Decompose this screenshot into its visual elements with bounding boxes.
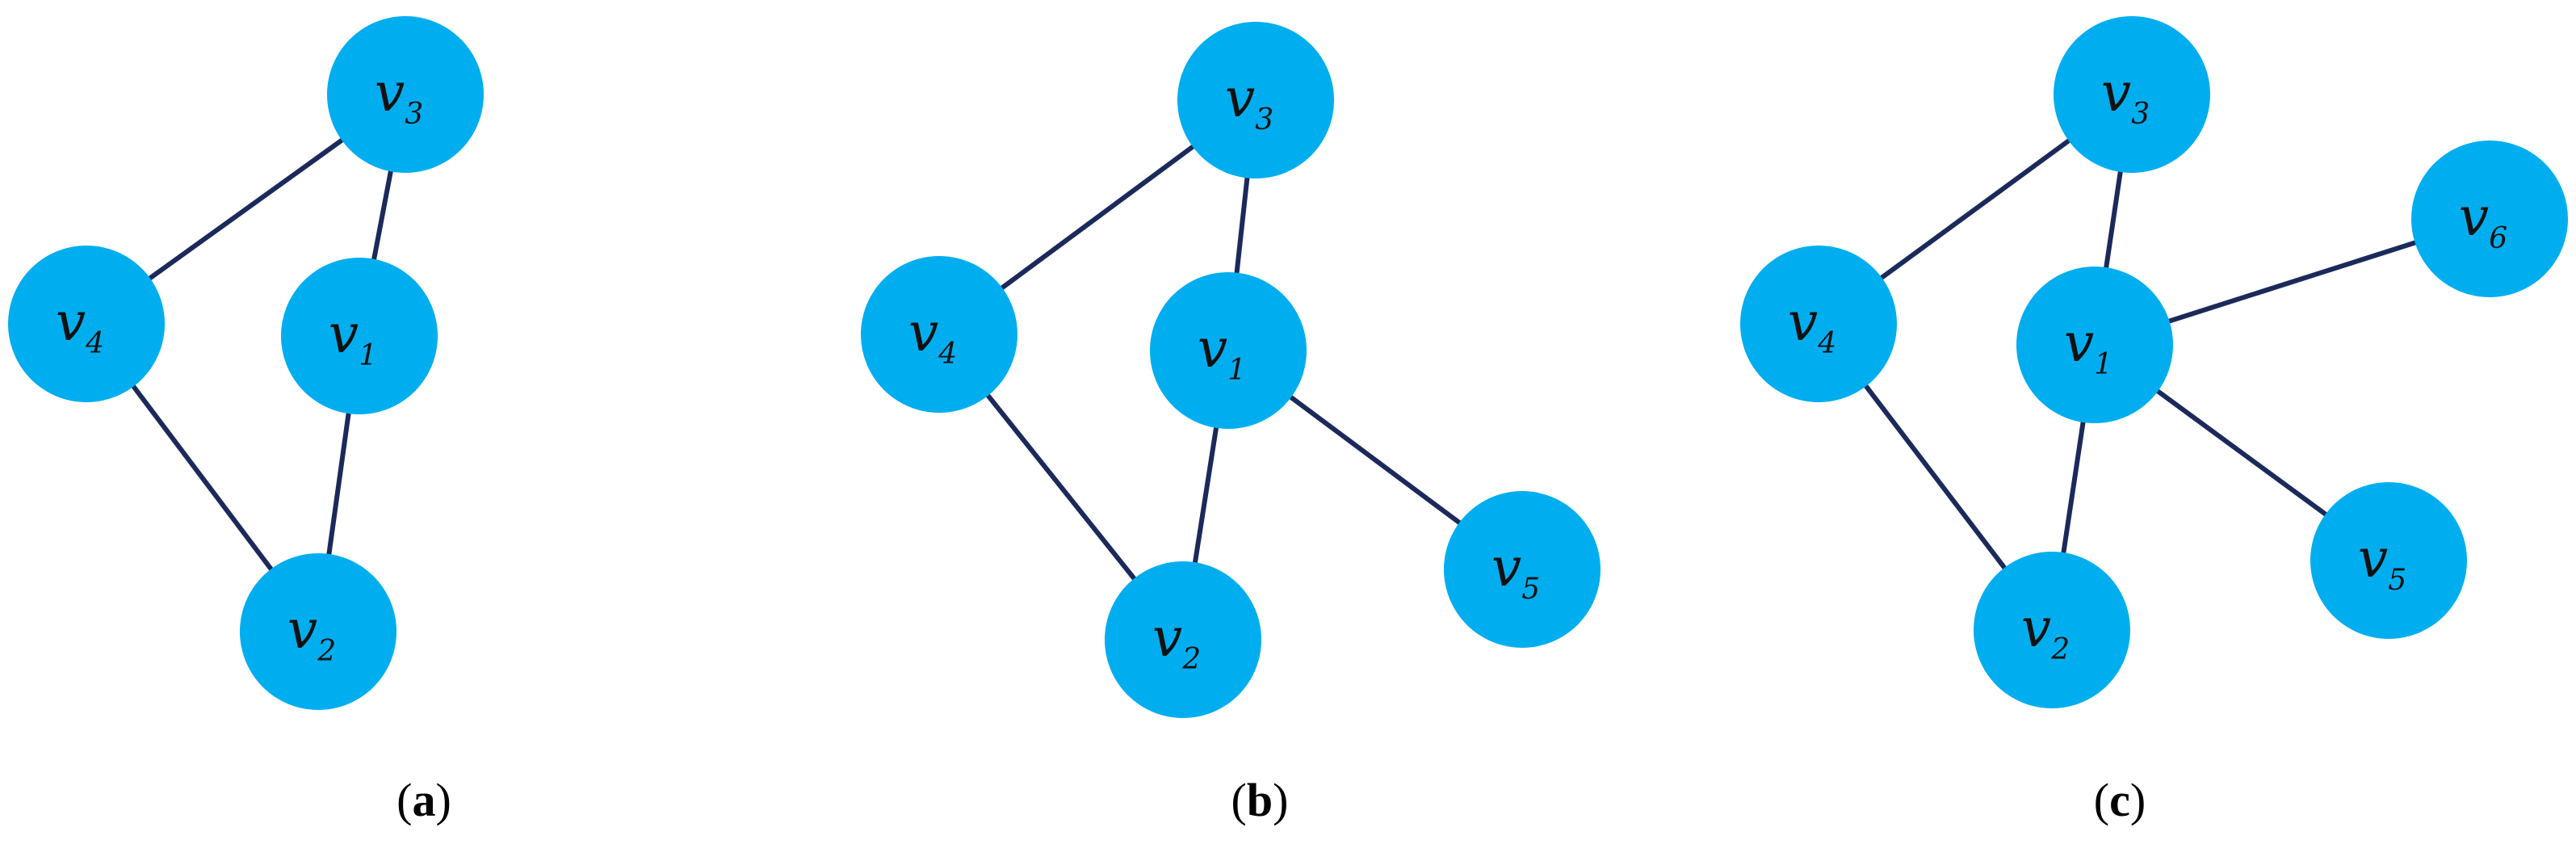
node-label: v1 <box>329 303 377 372</box>
node-v4: v4 <box>861 256 1017 413</box>
node-v3: v3 <box>1177 22 1334 178</box>
node-label: v4 <box>1788 291 1836 360</box>
node-circle <box>861 256 1017 413</box>
panel-a: v1 v2 v3 v4 (a) <box>8 16 484 826</box>
node-label: v2 <box>1152 607 1201 676</box>
node-v2: v2 <box>240 553 396 710</box>
node-circle <box>1177 22 1334 178</box>
node-v1: v1 <box>281 258 438 414</box>
node-circle <box>2054 16 2210 173</box>
node-label: v2 <box>287 598 336 668</box>
node-circle <box>327 16 484 173</box>
panel-caption: (b) <box>1231 774 1289 826</box>
node-v1: v1 <box>1150 272 1307 429</box>
node-circle <box>1105 561 1261 718</box>
node-label: v3 <box>375 61 423 131</box>
node-circle <box>2411 141 2568 297</box>
node-label: v6 <box>2459 186 2507 255</box>
node-v4: v4 <box>8 246 165 402</box>
node-label: v3 <box>1225 67 1273 136</box>
node-circle <box>1740 246 1897 402</box>
node-label: v3 <box>2101 61 2150 131</box>
node-v5: v5 <box>2310 482 2467 639</box>
node-circle <box>8 246 165 402</box>
node-label: v4 <box>908 301 957 371</box>
node-circle <box>1974 552 2130 708</box>
panel-b: v1 v2 v3 v4 v5 (b) <box>861 22 1601 826</box>
node-label: v1 <box>2064 312 2112 381</box>
panel-caption: (a) <box>396 774 451 826</box>
node-v6: v6 <box>2411 141 2568 297</box>
node-label: v2 <box>2021 597 2070 666</box>
node-label: v5 <box>2358 527 2406 597</box>
node-label: v4 <box>56 291 104 360</box>
node-circle <box>1150 272 1307 429</box>
node-circle <box>1444 491 1601 648</box>
node-circle <box>2016 267 2173 423</box>
node-v2: v2 <box>1974 552 2130 708</box>
node-circle <box>281 258 438 414</box>
node-v5: v5 <box>1444 491 1601 648</box>
node-circle <box>240 553 396 710</box>
node-v3: v3 <box>327 16 484 173</box>
node-circle <box>2310 482 2467 639</box>
node-v1: v1 <box>2016 267 2173 423</box>
node-v3: v3 <box>2054 16 2210 173</box>
node-label: v5 <box>1491 536 1540 606</box>
node-v2: v2 <box>1105 561 1261 718</box>
node-label: v1 <box>1198 317 1246 387</box>
panel-caption: (c) <box>2094 774 2146 826</box>
panel-c: v1 v2 v3 v4 v5 v6 (c) <box>1740 16 2568 826</box>
node-v4: v4 <box>1740 246 1897 402</box>
